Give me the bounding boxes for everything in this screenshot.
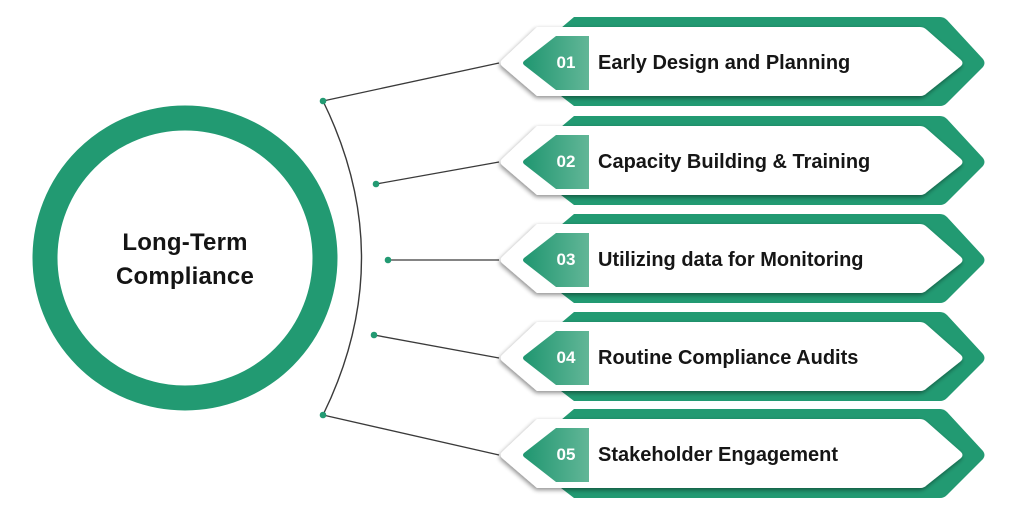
connector-dot — [372, 180, 380, 188]
step-badge — [523, 428, 589, 482]
step-banner — [500, 214, 985, 303]
banner-inner — [500, 224, 963, 293]
connector-dots — [319, 97, 392, 419]
center-title-line1: Long-Term — [122, 229, 248, 256]
connector-dot — [370, 331, 378, 339]
connector-lines — [322, 62, 500, 456]
step-number: 03 — [556, 250, 576, 269]
center-title: Long-Term Compliance — [60, 226, 310, 294]
connector-line — [375, 161, 500, 185]
banner-inner — [500, 419, 963, 488]
step-banner — [500, 17, 985, 106]
step-number: 04 — [556, 348, 576, 367]
connector-dot — [319, 97, 327, 105]
step-badge — [523, 233, 589, 287]
step-banner — [500, 409, 985, 498]
banner-inner — [500, 126, 963, 195]
step-badge — [523, 36, 589, 90]
step-badge — [523, 135, 589, 189]
connector-dot — [384, 256, 392, 264]
step-label: Stakeholder Engagement — [598, 444, 839, 466]
center-title-line2: Compliance — [115, 263, 255, 290]
step-label: Routine Compliance Audits — [598, 347, 859, 369]
step-number: 01 — [556, 53, 576, 72]
center-ring — [32, 105, 338, 411]
step-number: 05 — [556, 445, 576, 464]
step-banners — [500, 17, 985, 498]
banner-inner — [500, 27, 963, 96]
connector-dot — [319, 411, 327, 419]
step-banner — [500, 312, 985, 401]
connector-line — [373, 334, 500, 359]
step-label: Capacity Building & Training — [598, 151, 871, 173]
step-label: Early Design and Planning — [598, 52, 851, 74]
arc-connector — [322, 100, 363, 416]
banner-inner — [500, 322, 963, 391]
step-banner — [500, 116, 985, 205]
step-number: 02 — [556, 152, 576, 171]
step-badge — [523, 331, 589, 385]
connector-line — [322, 414, 500, 456]
step-label: Utilizing data for Monitoring — [598, 249, 864, 271]
connector-line — [322, 62, 500, 102]
